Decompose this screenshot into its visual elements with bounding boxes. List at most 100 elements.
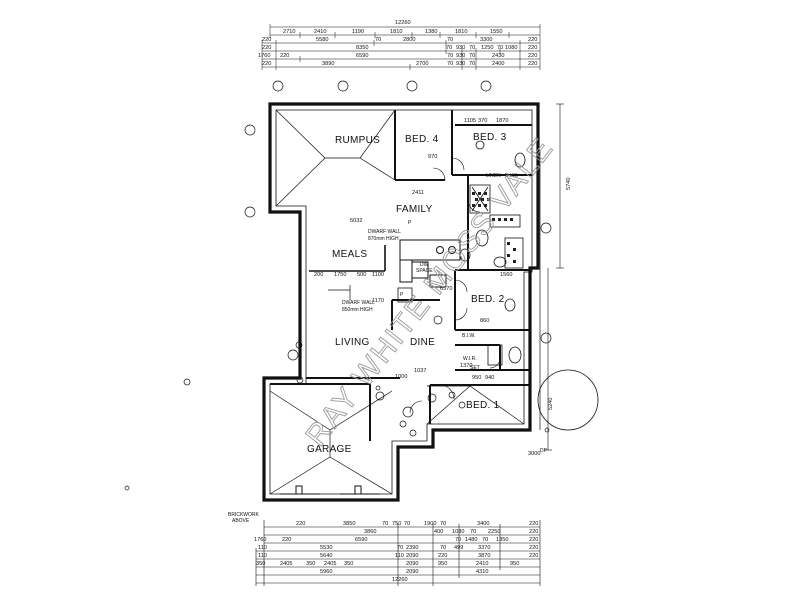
bottom-total-dim: 12260	[392, 577, 408, 583]
dwarf-wall-height: 870mm HIGH	[368, 236, 399, 242]
bottom-dim: 499	[454, 545, 463, 551]
inner-dim: 1000	[395, 374, 407, 380]
top-dim: 70	[446, 45, 452, 51]
bottom-dim: 70	[440, 521, 446, 527]
bottom-dim: 220	[296, 521, 305, 527]
door-swings	[409, 157, 501, 414]
top-total-dim: 12260	[395, 20, 411, 26]
bottom-dim: 2405	[280, 561, 292, 567]
bottom-dim: 220	[529, 545, 538, 551]
bottom-dim: 1480	[465, 537, 477, 543]
bottom-dim: 350	[344, 561, 353, 567]
top-dimension-labels: 12260 2710 2410 1190 1810 1380 1810 1550…	[258, 20, 537, 67]
bottom-dim: 5960	[320, 569, 332, 575]
bottom-dim: 220	[529, 537, 538, 543]
bottom-dim: 70	[470, 529, 476, 535]
side-dim-lower: 5240	[548, 398, 554, 410]
garage-doors	[280, 485, 380, 495]
top-dim: 70	[469, 53, 475, 59]
inner-dim: 970	[428, 154, 437, 160]
exterior-walls-inner	[269, 109, 533, 495]
top-dim: 1810	[390, 29, 402, 35]
roof-hips	[269, 109, 541, 495]
top-dim: 8350	[356, 45, 368, 51]
top-dim: 5580	[316, 37, 328, 43]
top-dim: 220	[280, 53, 289, 59]
exterior-walls	[262, 102, 540, 502]
top-dim: 70	[469, 61, 475, 67]
dishwasher-label: DW	[420, 262, 429, 268]
bottom-dim: 350	[256, 561, 265, 567]
inner-dim: 950	[472, 375, 481, 381]
bottom-dim: 950	[510, 561, 519, 567]
bottom-dim: 70	[404, 521, 410, 527]
top-dim: 70	[447, 53, 453, 59]
bottom-dim: 70	[455, 537, 461, 543]
inner-dim: 860	[480, 318, 489, 324]
brickwork-note-line2: ABOVE	[232, 518, 250, 524]
top-dim: 1380	[425, 29, 437, 35]
inner-dim: 500	[357, 272, 366, 278]
bottom-dim: 750	[392, 521, 401, 527]
room-label-wir: W.I.R.	[463, 356, 477, 362]
inner-dim: 1170	[372, 298, 384, 304]
bottom-dim: 2250	[488, 529, 500, 535]
room-label-dine: DINE	[410, 337, 435, 348]
bathroom-fittings	[397, 140, 526, 366]
bottom-dim: 1760	[254, 537, 266, 543]
bottom-dim: 2090	[406, 569, 418, 575]
inner-dim: 1105	[464, 118, 476, 124]
bottom-dim: 110	[258, 545, 267, 551]
top-dim: 220	[528, 53, 537, 59]
top-dim: 70	[375, 37, 381, 43]
bottom-dim: 350	[306, 561, 315, 567]
bottom-dim: 6590	[355, 537, 367, 543]
bottom-dimensions	[255, 520, 541, 586]
wet-area-tiles	[472, 192, 516, 263]
top-dim: 70	[469, 45, 475, 51]
top-dim: 2800	[403, 37, 415, 43]
bottom-dim: 220	[282, 537, 291, 543]
bottom-dim: 3400	[477, 521, 489, 527]
bottom-dim: 2405	[324, 561, 336, 567]
pantry-label: P	[400, 292, 404, 298]
bottom-dim: 4310	[476, 569, 488, 575]
bottom-dim: 5530	[320, 545, 332, 551]
bottom-dim: 950	[438, 561, 447, 567]
room-label-family: FAMILY	[396, 204, 433, 215]
bottom-dim: 3850	[343, 521, 355, 527]
inner-dim: 3000	[528, 451, 540, 457]
top-dim: 3890	[322, 61, 334, 67]
top-dim: 2430	[492, 53, 504, 59]
inner-dim: 1870	[496, 118, 508, 124]
inner-dim: 6570	[440, 286, 452, 292]
room-label-bed3: BED. 3	[473, 132, 507, 143]
top-dimensions	[261, 24, 541, 70]
top-dim: 1190	[352, 29, 364, 35]
inner-dim: 1560	[500, 272, 512, 278]
top-dim: 220	[528, 45, 537, 51]
top-dim: 1550	[490, 29, 502, 35]
inner-dim: 1037	[414, 368, 426, 374]
tree-symbol	[537, 369, 599, 431]
top-dim: 220	[528, 61, 537, 67]
plan-notes: DWARF WALL 870mm HIGH DWARF WALL 850mm H…	[228, 220, 548, 524]
bottom-dim: 1900	[424, 521, 436, 527]
room-label-bed1: BED. 1	[466, 400, 500, 411]
inner-dim: 5032	[350, 218, 362, 224]
pantry-label: P	[408, 220, 412, 226]
top-dim: 220	[262, 37, 271, 43]
inner-dim: 1750	[334, 272, 346, 278]
bottom-dim: 70	[397, 545, 403, 551]
dishwasher-space-label: SPACE	[416, 268, 433, 274]
top-dim: 930	[456, 45, 465, 51]
dwarf-walls	[309, 245, 386, 272]
top-dim: 2710	[283, 29, 295, 35]
room-label-living: LIVING	[335, 337, 370, 348]
top-dim: 3300	[480, 37, 492, 43]
dwarf-wall-height: 850mm HIGH	[342, 307, 373, 313]
top-dim: 220	[262, 45, 271, 51]
top-dim: 1080	[505, 45, 517, 51]
bottom-dim: 220	[529, 521, 538, 527]
side-dim-upper: 5740	[566, 178, 572, 190]
